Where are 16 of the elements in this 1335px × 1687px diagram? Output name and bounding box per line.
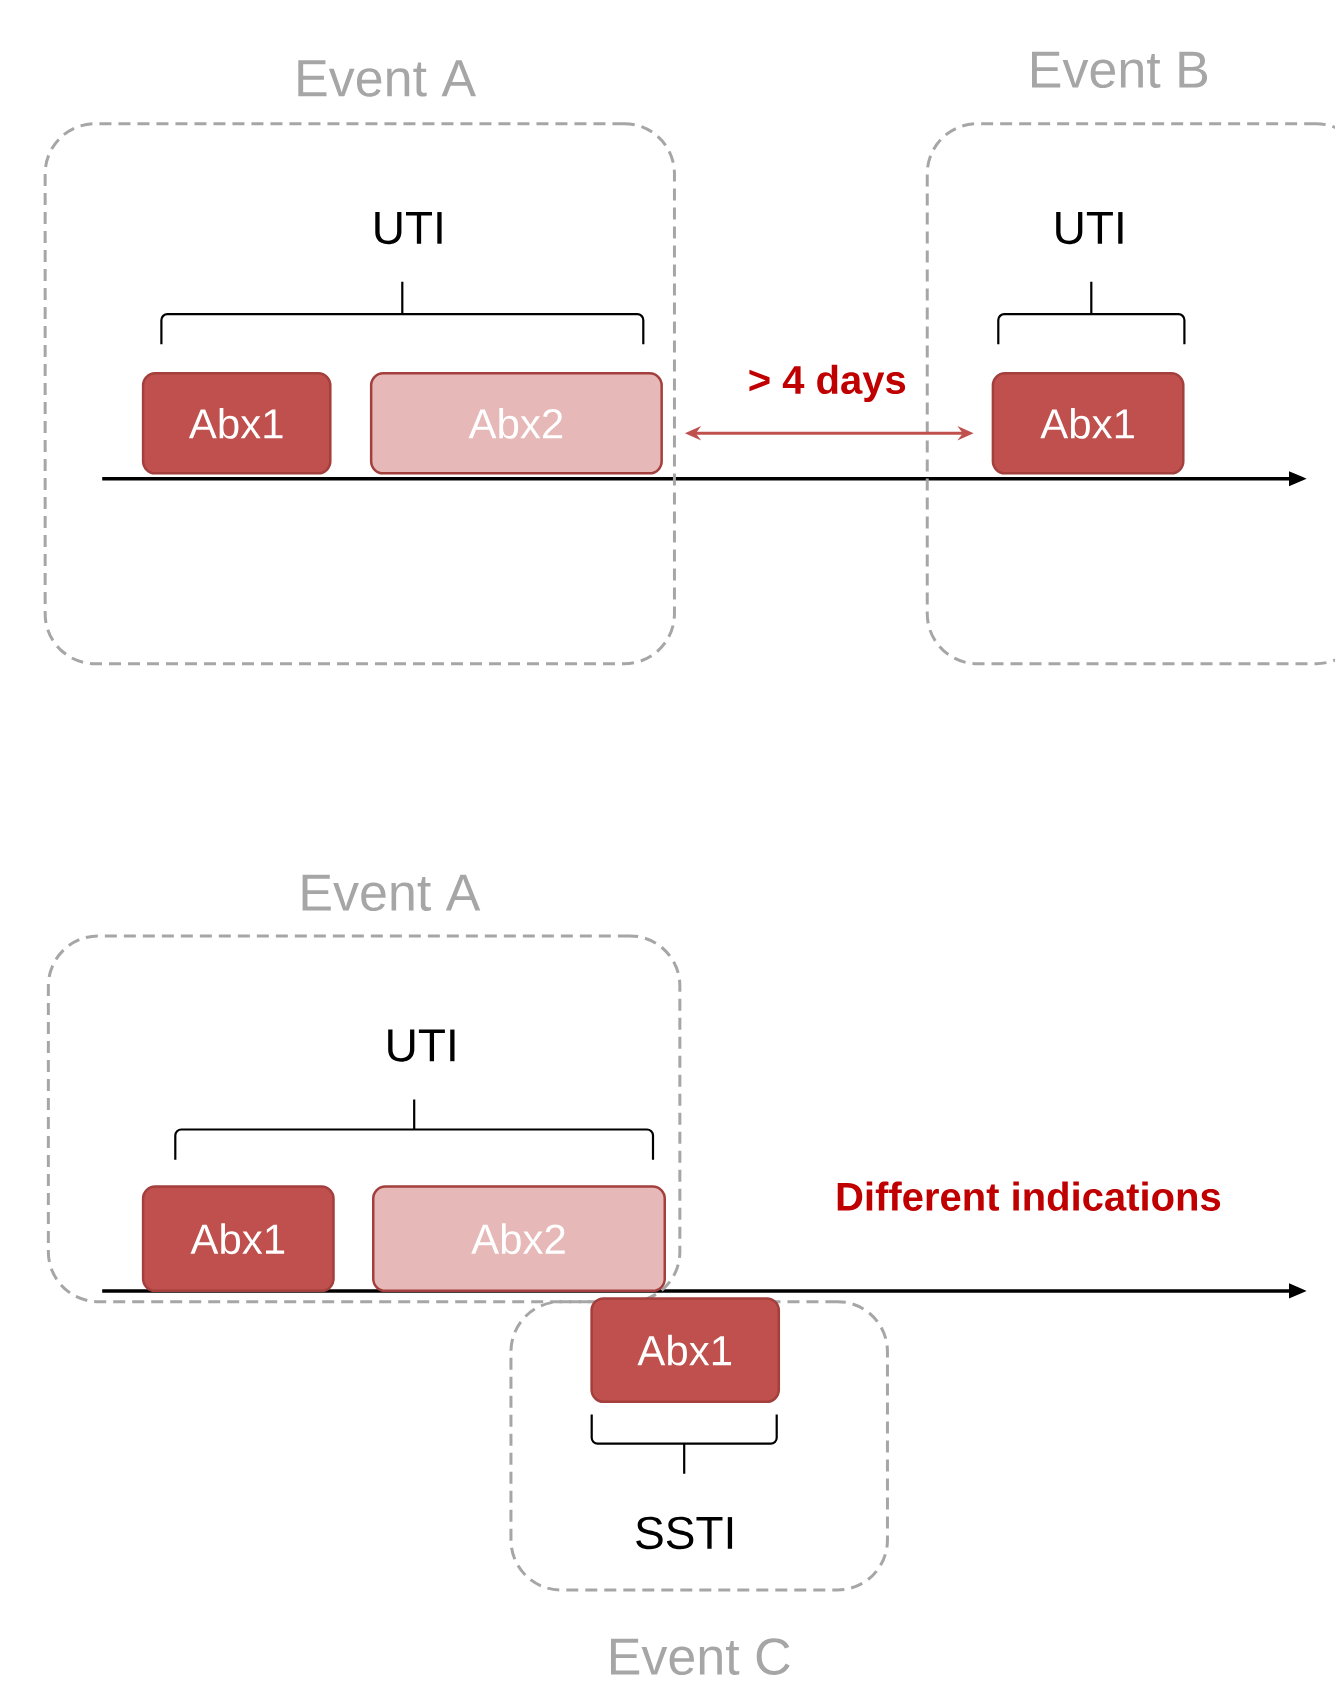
infection-label: SSTI bbox=[636, 1516, 733, 1550]
antibiotic-box: Abx2 bbox=[369, 372, 663, 475]
antibiotic-box: Abx2 bbox=[372, 1185, 666, 1293]
node-label: Event C bbox=[610, 1638, 790, 1676]
edge-label: > 4 days bbox=[749, 364, 906, 402]
antibiotic-box: Abx1 bbox=[991, 372, 1185, 475]
indication-label: Different indications bbox=[837, 1181, 1221, 1211]
node-label: Event B bbox=[1032, 51, 1208, 89]
node-label: Event A bbox=[302, 874, 481, 912]
infection-label: UTI bbox=[375, 212, 442, 245]
infection-label: UTI bbox=[388, 1029, 455, 1062]
antibiotic-box: Abx1 bbox=[590, 1297, 781, 1403]
infection-label: UTI bbox=[1056, 212, 1123, 245]
antibiotic-box: Abx1 bbox=[141, 1185, 335, 1293]
node-label: Event A bbox=[298, 60, 476, 97]
antibiotic-box: Abx1 bbox=[141, 372, 332, 475]
